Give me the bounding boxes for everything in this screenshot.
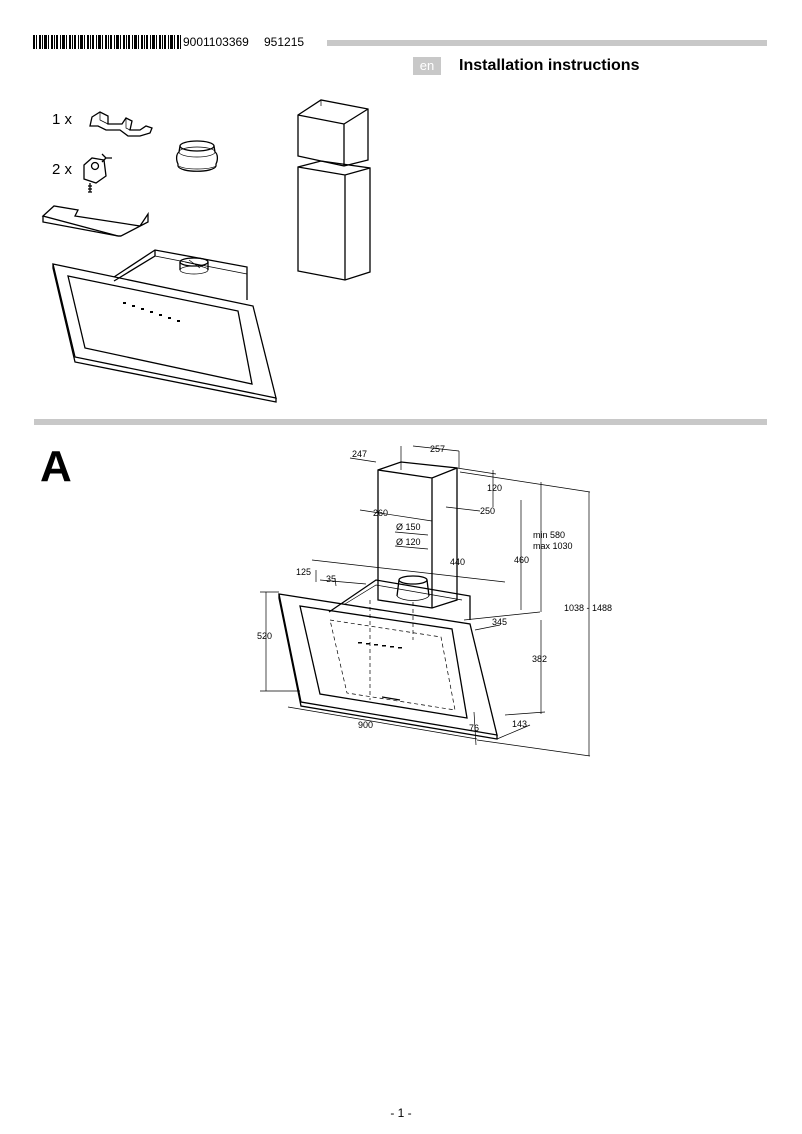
dim-250: 250: [480, 506, 495, 516]
header-rule: [327, 40, 767, 46]
dim-143: 143: [512, 719, 527, 729]
dim-120: 120: [487, 483, 502, 493]
section-letter: A: [40, 442, 72, 491]
duct-adapter-icon: [175, 140, 219, 172]
barcode-number: 9001103369: [183, 35, 249, 49]
dim-diameter-150: Ø 150: [396, 522, 421, 532]
dim-460: 460: [514, 555, 529, 565]
document-code: 951215: [264, 35, 305, 49]
screw-icon: [83, 153, 112, 193]
bracket-quantity: 1 x: [52, 111, 73, 128]
dim-440: 440: [450, 557, 465, 567]
screw-quantity: 2 x: [52, 161, 73, 178]
dim-257: 257: [430, 444, 445, 454]
cooker-hood-icon: [52, 249, 277, 403]
barcode: [33, 35, 181, 49]
page-number: - 1 -: [390, 1106, 412, 1120]
language-badge: en: [413, 57, 441, 75]
chimney-icon: [297, 99, 371, 281]
parts-illustration: [41, 99, 371, 403]
dim-max: max 1030: [533, 541, 573, 551]
dim-900: 900: [358, 720, 373, 730]
dim-total: 1038 - 1488: [564, 603, 612, 613]
dim-125: 125: [296, 567, 311, 577]
dim-35: 35: [326, 574, 336, 584]
chimney-bracket-icon: [41, 205, 149, 237]
dim-diameter-120: Ø 120: [396, 537, 421, 547]
dim-247: 247: [352, 449, 367, 459]
dim-520: 520: [257, 631, 272, 641]
wall-bracket-icon: [89, 111, 153, 137]
section-rule: [34, 419, 767, 425]
dim-382: 382: [532, 654, 547, 664]
dim-345: 345: [492, 617, 507, 627]
dim-76: 76: [469, 723, 479, 733]
dim-260: 260: [373, 508, 388, 518]
dim-min: min 580: [533, 530, 565, 540]
document-title: Installation instructions: [459, 57, 640, 74]
